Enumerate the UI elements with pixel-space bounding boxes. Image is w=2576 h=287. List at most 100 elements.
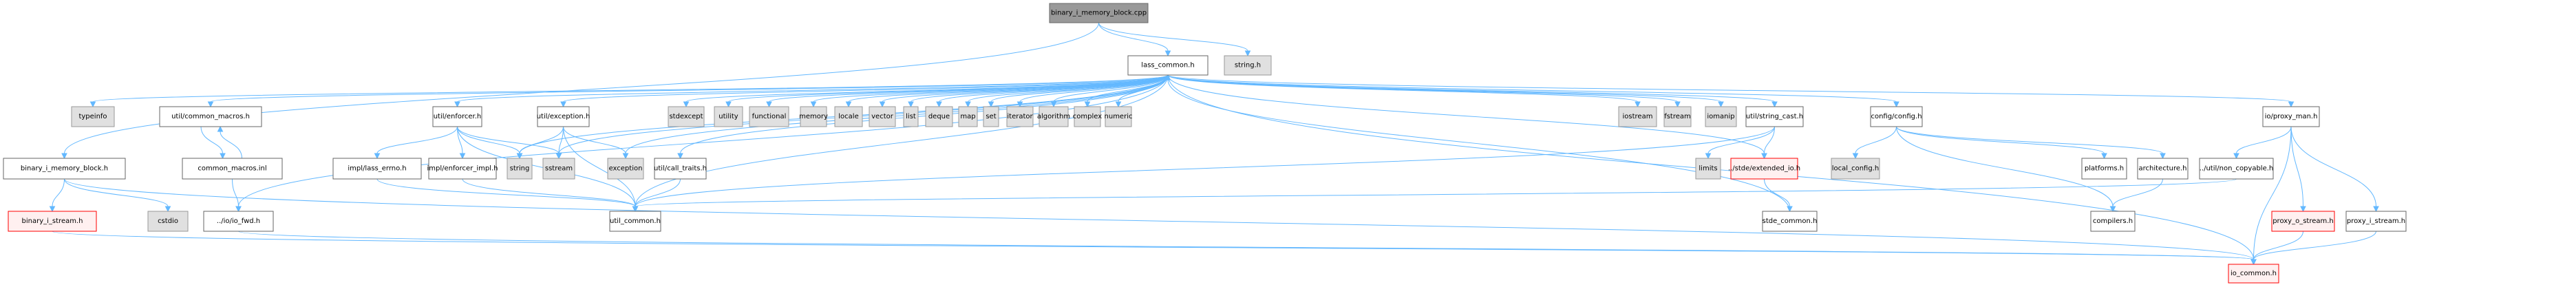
- node-box: [2137, 158, 2189, 180]
- node-binary-i-stream[interactable]: binary_i_stream.h: [8, 211, 97, 232]
- arrowhead-icon: [164, 206, 171, 213]
- arrowhead-icon: [2233, 153, 2239, 160]
- node-label: utility: [718, 113, 738, 120]
- edge-root-to-lass_common: [1098, 22, 1171, 57]
- node-box: [1224, 55, 1272, 76]
- edge-bimb_h-to-binary_i_stream: [49, 178, 65, 213]
- node-locale: locale: [834, 106, 863, 127]
- node-box: [714, 106, 743, 127]
- node-label: stde_common.h: [1763, 217, 1818, 225]
- edge-config-to-architecture: [1896, 126, 2166, 160]
- edge-lass_common-to-string_cast: [1167, 74, 1778, 108]
- arrowhead-icon: [725, 101, 732, 108]
- node-proxy-i-stream[interactable]: proxy_i_stream.h: [2345, 211, 2407, 232]
- node-util-common[interactable]: util_common.h: [609, 211, 661, 232]
- node-box: [1039, 106, 1069, 127]
- edge-lass_common-to-enforcer: [454, 74, 1169, 108]
- edge-lass_common-to-call_traits: [677, 74, 1169, 160]
- node-label: locale: [838, 113, 858, 120]
- node-exception-h[interactable]: util/exception.h: [537, 106, 590, 127]
- node-label: map: [960, 113, 975, 120]
- node-bimb-h[interactable]: binary_i_memory_block.h: [3, 158, 126, 180]
- node-box: [1663, 106, 1692, 127]
- arrowhead-icon: [1164, 50, 1171, 57]
- node-label: complex: [1073, 113, 1102, 120]
- node-lass-errno[interactable]: impl/lass_errno.h: [332, 158, 422, 180]
- arrowhead-icon: [560, 101, 566, 108]
- node-box: [71, 106, 115, 127]
- arrowhead-icon: [1761, 153, 1767, 160]
- edge-common_macros_h-to-common_macros_inl: [200, 126, 226, 160]
- node-label: algorithm: [1037, 113, 1070, 120]
- node-architecture[interactable]: architecture.h: [2137, 158, 2189, 180]
- node-label: numeric: [1105, 113, 1133, 120]
- node-box: [668, 106, 705, 127]
- node-label: impl/lass_errno.h: [348, 165, 406, 173]
- arrowhead-icon: [61, 153, 67, 160]
- node-box: [2345, 211, 2407, 232]
- node-box: [1618, 106, 1657, 127]
- edge-extended_io-to-stde_common: [1764, 178, 1793, 213]
- arrowhead-icon: [555, 153, 562, 160]
- node-enforcer-impl[interactable]: impl/enforcer_impl.h: [427, 158, 498, 180]
- node-stde-common[interactable]: stde_common.h: [1762, 211, 1818, 232]
- node-local-config: local_config.h: [1831, 158, 1880, 180]
- node-typeinfo: typeinfo: [71, 106, 115, 127]
- node-box: [1049, 3, 1149, 23]
- node-compilers[interactable]: compilers.h: [2090, 211, 2136, 232]
- node-label: binary_i_memory_block.h: [21, 165, 108, 173]
- node-limits: limits: [1695, 158, 1721, 180]
- node-label: io/proxy_man.h: [2265, 113, 2318, 120]
- edge-proxy_i_stream-to-io_common: [2250, 231, 2376, 266]
- node-non-copyable[interactable]: ../util/non_copyable.h: [2199, 158, 2274, 180]
- node-config[interactable]: config/config.h: [1870, 106, 1923, 127]
- node-box: [869, 106, 896, 127]
- node-label: config/config.h: [1871, 113, 1922, 120]
- arrowhead-icon: [1893, 101, 1899, 108]
- arrowhead-icon: [454, 101, 460, 108]
- node-iomanip: iomanip: [1705, 106, 1737, 127]
- node-proxy-o-stream[interactable]: proxy_o_stream.h: [2271, 211, 2335, 232]
- node-label: lass_common.h: [1141, 62, 1194, 70]
- arrowhead-icon: [845, 101, 852, 108]
- node-enforcer[interactable]: util/enforcer.h: [432, 106, 482, 127]
- node-box: [147, 211, 189, 232]
- arrowhead-icon: [2101, 153, 2107, 160]
- edge-lass_common-to-io_fwd: [235, 74, 1169, 213]
- node-string-cast[interactable]: util/string_cast.h: [1745, 106, 1804, 127]
- node-label: iterator: [1007, 113, 1033, 120]
- arrowhead-icon: [936, 101, 942, 108]
- node-io-fwd[interactable]: ../io/io_fwd.h: [203, 211, 274, 232]
- node-label: vector: [871, 113, 894, 120]
- node-box: [1695, 158, 1721, 180]
- node-io-common[interactable]: io_common.h: [2228, 264, 2279, 284]
- node-box: [1705, 106, 1737, 127]
- edge-bimb_h-to-io_common: [64, 178, 2257, 266]
- edge-lass_common-to-config: [1167, 74, 1899, 108]
- node-box: [542, 158, 575, 180]
- node-box: [3, 158, 126, 180]
- node-label: set: [986, 113, 996, 120]
- arrowhead-icon: [1718, 101, 1724, 108]
- node-box: [432, 106, 482, 127]
- node-label: ../util/non_copyable.h: [2200, 165, 2274, 173]
- node-box: [1105, 106, 1132, 127]
- node-box: [607, 158, 644, 180]
- edge-proxy_man-to-non_copyable: [2233, 126, 2292, 160]
- edge-call_traits-to-util_common: [632, 178, 681, 213]
- node-root[interactable]: binary_i_memory_block.cpp: [1049, 3, 1149, 23]
- node-lass-common[interactable]: lass_common.h: [1127, 55, 1209, 76]
- node-box: [609, 211, 661, 232]
- node-proxy-man[interactable]: io/proxy_man.h: [2262, 106, 2320, 127]
- node-common-macros-inl[interactable]: common_macros.inl: [182, 158, 283, 180]
- node-call-traits[interactable]: util/call_traits.h: [654, 158, 707, 180]
- edge-proxy_man-to-proxy_i_stream: [2290, 126, 2379, 213]
- arrowhead-icon: [2250, 259, 2257, 266]
- node-common-macros-h[interactable]: util/common_macros.h: [159, 106, 262, 127]
- node-label: fstream: [1664, 113, 1691, 120]
- node-platforms[interactable]: platforms.h: [2081, 158, 2127, 180]
- node-box: [182, 158, 283, 180]
- edge-lass_errno-to-util_common: [376, 178, 639, 213]
- node-extended-io[interactable]: ../stde/extended_io.h: [1728, 158, 1800, 180]
- node-label: iomanip: [1707, 113, 1734, 120]
